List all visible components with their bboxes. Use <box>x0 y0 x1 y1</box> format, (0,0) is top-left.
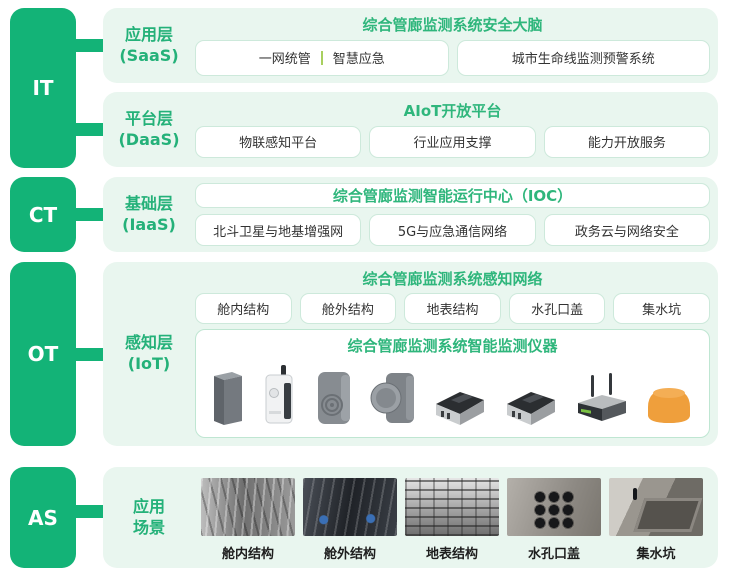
scene-water-hole-cover: 水孔口盖 <box>507 478 601 562</box>
layer-sub: (DaaS) <box>118 129 180 149</box>
device-panel-title: 综合管廊监测系统智能监测仪器 <box>347 337 558 355</box>
scene-photo-sump-pit <box>609 478 703 536</box>
scene-cabin-interior: 舱内结构 <box>201 478 295 562</box>
connector-it-saas <box>70 39 106 52</box>
panel-iaas: 基础层 (IaaS) 综合管廊监测智能运行中心（IOC） 北斗卫星与地基增强网 … <box>103 177 718 252</box>
pill-iot-perception-platform: 物联感知平台 <box>195 125 362 158</box>
pill-sump-pit: 集水坑 <box>613 293 710 324</box>
panel-iot: 感知层 (IoT) 综合管廊监测系统感知网络 舱内结构 舱外结构 地表结构 水孔… <box>103 262 718 446</box>
layer-label-saas: 应用层 (SaaS) <box>103 8 195 83</box>
panel-daas: 平台层 (DaaS) AIoT开放平台 物联感知平台 行业应用支撑 能力开放服务 <box>103 92 718 167</box>
layer-label-daas: 平台层 (DaaS) <box>103 92 195 167</box>
scene-caption: 地表结构 <box>425 547 478 562</box>
scene-caption: 集水坑 <box>636 547 676 562</box>
pill-cabin-interior: 舱内结构 <box>195 293 292 324</box>
device-panel: 综合管廊监测系统智能监测仪器 <box>195 329 710 438</box>
hole-grid-decoration <box>533 490 575 530</box>
layer-sub: (IoT) <box>127 354 171 373</box>
panel-saas: 应用层 (SaaS) 综合管廊监测系统安全大脑 一网统管 智慧应急 城市生命线监… <box>103 8 718 83</box>
panel-scenes: 应用 场景 舱内结构 舱外结构 地表结构 <box>103 467 718 568</box>
layer-label-iot: 感知层 (IoT) <box>103 262 195 446</box>
layer-label-iaas: 基础层 (IaaS) <box>103 177 195 252</box>
pill-ioc-title: 综合管廊监测智能运行中心（IOC） <box>195 183 710 208</box>
gateway-router-icon <box>576 371 628 427</box>
pillar-sensor-icon <box>212 369 244 427</box>
connector-ot-iot <box>70 348 106 361</box>
pill-industry-app-support: 行业应用支撑 <box>369 125 536 158</box>
pill-divider <box>320 50 323 65</box>
disc-sensor-icon <box>370 369 416 427</box>
scene-photo-water-hole-cover <box>507 478 601 536</box>
layer-sub: (SaaS) <box>119 45 179 65</box>
scene-photo-cabin-exterior <box>303 478 397 536</box>
datalogger-2-icon <box>504 387 558 427</box>
side-tag-ct: CT <box>10 177 76 252</box>
side-tag-ot: OT <box>10 262 76 446</box>
pill-unified-management: 一网统管 智慧应急 <box>195 39 449 76</box>
scene-photo-surface-structure <box>405 478 499 536</box>
layer-name-line1: 应用 <box>132 496 165 516</box>
device-row <box>208 357 697 429</box>
pill-beidou-network: 北斗卫星与地基增强网 <box>195 214 362 246</box>
scene-surface-structure: 地表结构 <box>405 478 499 562</box>
layer-name-line2: 场景 <box>132 517 165 537</box>
connector-as-scenes <box>70 505 106 518</box>
layer-name: 基础层 <box>124 193 173 213</box>
scene-caption: 水孔口盖 <box>527 547 580 562</box>
scene-caption: 舱外结构 <box>323 547 376 562</box>
antenna-sensor-icon <box>261 363 297 427</box>
panel-title-daas: AIoT开放平台 <box>403 101 502 120</box>
panel-title-saas: 综合管廊监测系统安全大脑 <box>362 15 543 34</box>
pill-gov-cloud-security: 政务云与网络安全 <box>543 214 710 246</box>
connector-ct-iaas <box>70 208 106 221</box>
datalogger-icon <box>433 387 487 427</box>
panel-title-iot: 综合管廊监测系统感知网络 <box>362 270 543 288</box>
person-decoration <box>633 488 637 500</box>
scene-cabin-exterior: 舱外结构 <box>303 478 397 562</box>
pill-capability-open-service: 能力开放服务 <box>543 125 710 158</box>
pill-water-hole-cover: 水孔口盖 <box>508 293 606 324</box>
layer-name: 感知层 <box>124 333 173 353</box>
pill-text-left: 一网统管 <box>258 52 311 67</box>
connector-it-daas <box>70 123 106 136</box>
pill-text-right: 智慧应急 <box>332 52 385 67</box>
scene-sump-pit: 集水坑 <box>609 478 703 562</box>
pill-cabin-exterior: 舱外结构 <box>299 293 397 324</box>
scene-photo-cabin-interior <box>201 478 295 536</box>
pill-surface-structure: 地表结构 <box>404 293 501 324</box>
dome-beacon-icon <box>645 381 693 427</box>
ring-sensor-icon <box>315 369 353 427</box>
pill-city-lifeline: 城市生命线监测预警系统 <box>456 39 710 76</box>
pit-decoration <box>633 498 703 532</box>
side-tag-it: IT <box>10 8 76 168</box>
side-tag-as: AS <box>10 467 76 568</box>
layer-name: 应用层 <box>124 24 173 44</box>
pill-5g-network: 5G与应急通信网络 <box>369 214 536 246</box>
scene-caption: 舱内结构 <box>221 547 274 562</box>
layer-sub: (IaaS) <box>122 214 176 234</box>
layer-label-scenes: 应用 场景 <box>103 467 195 568</box>
layer-name: 平台层 <box>124 108 173 128</box>
